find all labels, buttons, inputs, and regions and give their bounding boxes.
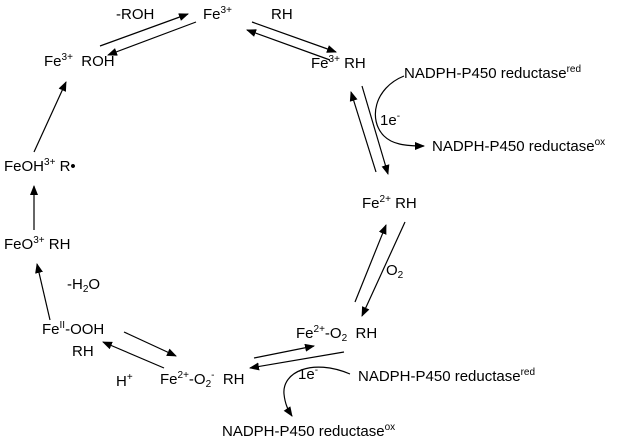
species-fe3-roh: Fe3+ ROH <box>44 52 115 70</box>
label-one-electron-upper: 1e- <box>380 111 401 129</box>
species-fe2-rh: Fe2+ RH <box>362 194 417 212</box>
species-feo3-rh: FeO3+ RH <box>4 235 71 253</box>
species-feoh3-r-radical: FeOH3+ R• <box>4 157 76 175</box>
label-rh-binding: RH <box>271 6 293 23</box>
arrow-second-reduction-reverse <box>253 343 315 359</box>
label-minus-roh: -ROH <box>116 6 155 23</box>
arrow-first-reduction-reverse <box>349 91 377 173</box>
arrow-second-reduction <box>249 351 345 371</box>
label-reductase-red-lower: NADPH-P450 reductasered <box>358 367 536 385</box>
arrow-first-reduction <box>361 85 390 175</box>
arrow-o2-binding-reverse <box>354 224 387 303</box>
species-fe3: Fe3+ <box>203 5 232 23</box>
label-h-plus: H+ <box>116 372 133 390</box>
species-fe3-rh: Fe3+ RH <box>311 54 366 72</box>
arrow-o2-binding <box>361 221 406 317</box>
arrow-reductase-upper <box>374 75 425 150</box>
arrow-protonation-reverse <box>123 331 177 357</box>
species-feII-ooh-rh: RH <box>72 343 94 360</box>
species-feII-ooh: FeII-OOH <box>42 320 105 338</box>
arrow-roh-reverse <box>107 21 197 56</box>
arrow-oxygen-rebound <box>33 81 67 153</box>
label-minus-water: -H2O <box>67 276 101 295</box>
species-fe2-o2-rh: Fe2+-O2 RH <box>296 324 378 344</box>
label-reductase-ox-lower: NADPH-P450 reductaseox <box>222 422 396 440</box>
arrow-water-loss <box>35 263 51 321</box>
species-fe2-superoxide-rh: Fe2+-O2- RH <box>160 370 245 390</box>
arrow-rh-reverse <box>246 29 331 61</box>
label-reductase-red-upper: NADPH-P450 reductasered <box>404 64 582 82</box>
label-o2: O2 <box>386 262 404 281</box>
arrow-reductase-lower <box>283 366 351 417</box>
arrow-rh-binding <box>251 21 337 53</box>
label-one-electron-lower: 1e- <box>298 365 319 383</box>
arrow-protonation <box>102 341 165 369</box>
arrow-roh-release <box>99 13 189 47</box>
label-reductase-ox-upper: NADPH-P450 reductaseox <box>432 137 606 155</box>
